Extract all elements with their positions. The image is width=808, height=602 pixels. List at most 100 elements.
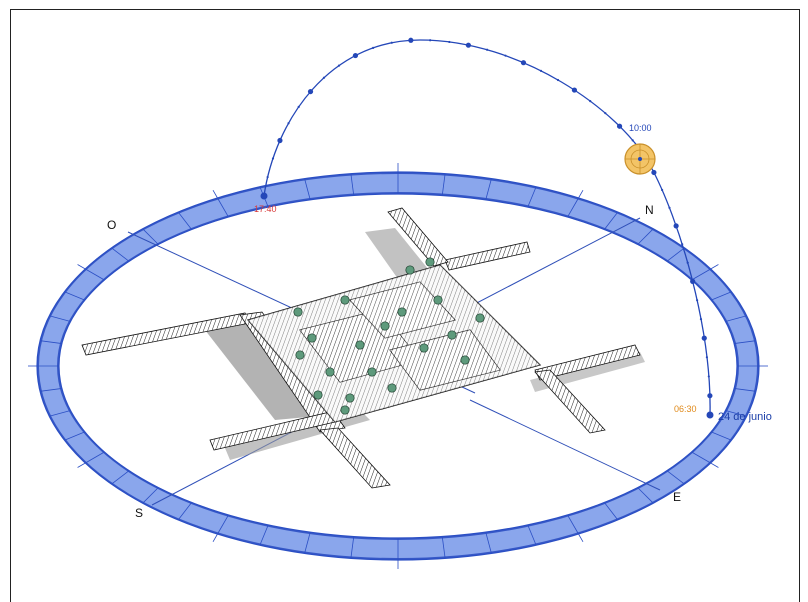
site-model (81, 207, 645, 489)
ring-tick (691, 451, 711, 464)
sunrise-time-label: 06:30 (674, 404, 697, 414)
ring-tick (604, 211, 619, 230)
ring-tick (666, 247, 685, 262)
tree (380, 321, 390, 331)
ring-tick (604, 502, 619, 521)
viewport-border-right (799, 9, 800, 602)
hour-marker-dot (322, 76, 326, 79)
hour-marker-dot (556, 78, 560, 82)
road-south-b (319, 427, 391, 489)
ring-tick (441, 536, 446, 559)
ring-tick (567, 514, 579, 535)
sun-path-ring (28, 163, 768, 569)
tree (307, 333, 317, 343)
hour-marker-dot (701, 335, 707, 341)
hour-marker-dot (631, 139, 634, 142)
hour-marker-dot (707, 393, 713, 399)
ring-tick (350, 173, 355, 196)
hour-marker-dot (372, 46, 375, 49)
ring-tick (40, 388, 62, 392)
tree (295, 350, 305, 360)
ring-tick (711, 431, 732, 441)
hour-marker-dot (681, 243, 684, 246)
ring-tick (259, 524, 269, 546)
ring-tick (85, 451, 105, 464)
ring-major-tick (578, 533, 584, 543)
hour-marker-dot (277, 137, 283, 144)
ring-tick (734, 388, 756, 392)
hour-marker-dot (686, 261, 689, 264)
hour-marker-dot (690, 278, 696, 284)
ring-tick (64, 291, 85, 301)
hour-marker-dot (271, 157, 275, 160)
compass-north-label: N (645, 203, 654, 217)
sun-icon[interactable] (624, 143, 656, 175)
ring-tick (40, 340, 62, 344)
hour-marker-dot (390, 41, 393, 44)
hour-marker-dot (448, 40, 451, 44)
hour-marker-dot (465, 42, 471, 48)
date-label: 24 de junio (718, 411, 772, 423)
sunrise-marker (706, 411, 714, 419)
ring-tick (637, 228, 654, 245)
ring-major-tick (77, 264, 86, 270)
tree (340, 295, 350, 305)
ring-tick (177, 502, 192, 521)
hour-marker-dot (266, 175, 269, 179)
trees (293, 257, 485, 415)
hour-marker-dot (699, 317, 703, 321)
ring-major-tick (578, 189, 584, 199)
ring-major-tick (212, 533, 218, 543)
ring-tick (637, 487, 654, 504)
ring-tick (49, 410, 71, 417)
ring-tick (85, 268, 105, 281)
tree (340, 405, 350, 415)
sunset-time-label: 17:40 (254, 204, 277, 214)
current-time-label: 10:00 (629, 123, 652, 133)
viewport-border-top (10, 9, 800, 10)
ring-tick (666, 470, 685, 485)
east-axis-line (469, 399, 661, 491)
tree (425, 257, 435, 267)
tree (387, 383, 397, 393)
tree (397, 307, 407, 317)
hour-marker-dot (429, 39, 432, 42)
ring-tick (142, 487, 159, 504)
hour-marker-dot (604, 112, 607, 115)
hour-marker-dot (504, 54, 507, 57)
tree (460, 355, 470, 365)
ring-major-tick (212, 189, 218, 199)
ring-tick (711, 291, 732, 301)
road-southeast (534, 369, 606, 434)
tree (367, 367, 377, 377)
ring-tick (485, 532, 492, 554)
compass-west-label: O (107, 218, 117, 232)
ring-tick (304, 532, 311, 554)
hour-markers (266, 37, 713, 399)
hour-marker-dot (668, 206, 671, 209)
ring-tick (350, 536, 355, 559)
tree (355, 340, 365, 350)
ring-tick (142, 228, 159, 245)
tree (405, 265, 415, 275)
ring-tick (725, 410, 747, 417)
hour-marker-dot (337, 64, 341, 67)
hour-marker-dot (673, 223, 679, 229)
ring-tick (217, 514, 229, 535)
ring-tick (527, 186, 537, 208)
hour-marker-dot (297, 105, 300, 108)
compass-east-label: E (673, 490, 682, 504)
road-north (387, 207, 449, 267)
hour-marker-dot (307, 88, 314, 95)
tree (325, 367, 335, 377)
ring-tick (691, 268, 711, 281)
hour-marker-dot (408, 37, 414, 43)
ring-major-tick (77, 462, 86, 468)
ring-tick (49, 315, 71, 322)
hour-marker-dot (589, 100, 592, 103)
hour-marker-dot (486, 48, 489, 51)
ring-tick (111, 247, 130, 262)
tree (293, 307, 303, 317)
